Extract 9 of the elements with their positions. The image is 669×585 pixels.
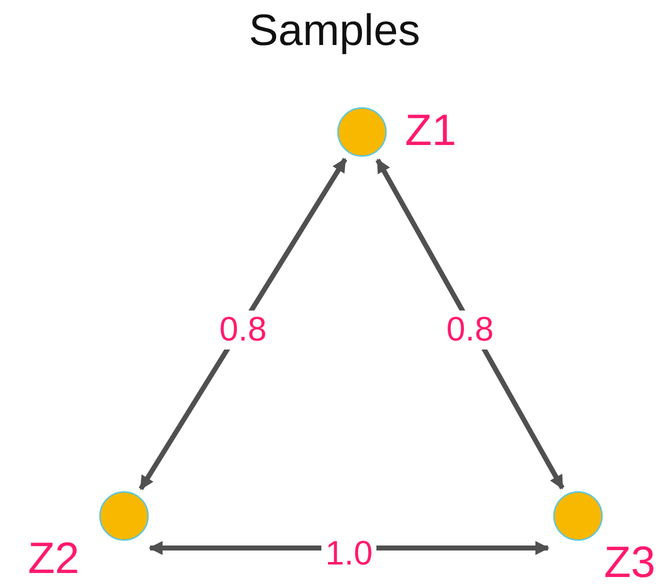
circle-node: [98, 490, 150, 542]
node-label: Z2: [28, 536, 80, 582]
circle-node: [552, 490, 604, 542]
double-arrow: [376, 158, 564, 490]
diagram-title: Samples: [248, 6, 422, 56]
node-label: Z3: [604, 540, 656, 585]
node-label: Z1: [405, 108, 456, 154]
double-arrow: [138, 158, 348, 490]
circle-node: [336, 106, 388, 158]
